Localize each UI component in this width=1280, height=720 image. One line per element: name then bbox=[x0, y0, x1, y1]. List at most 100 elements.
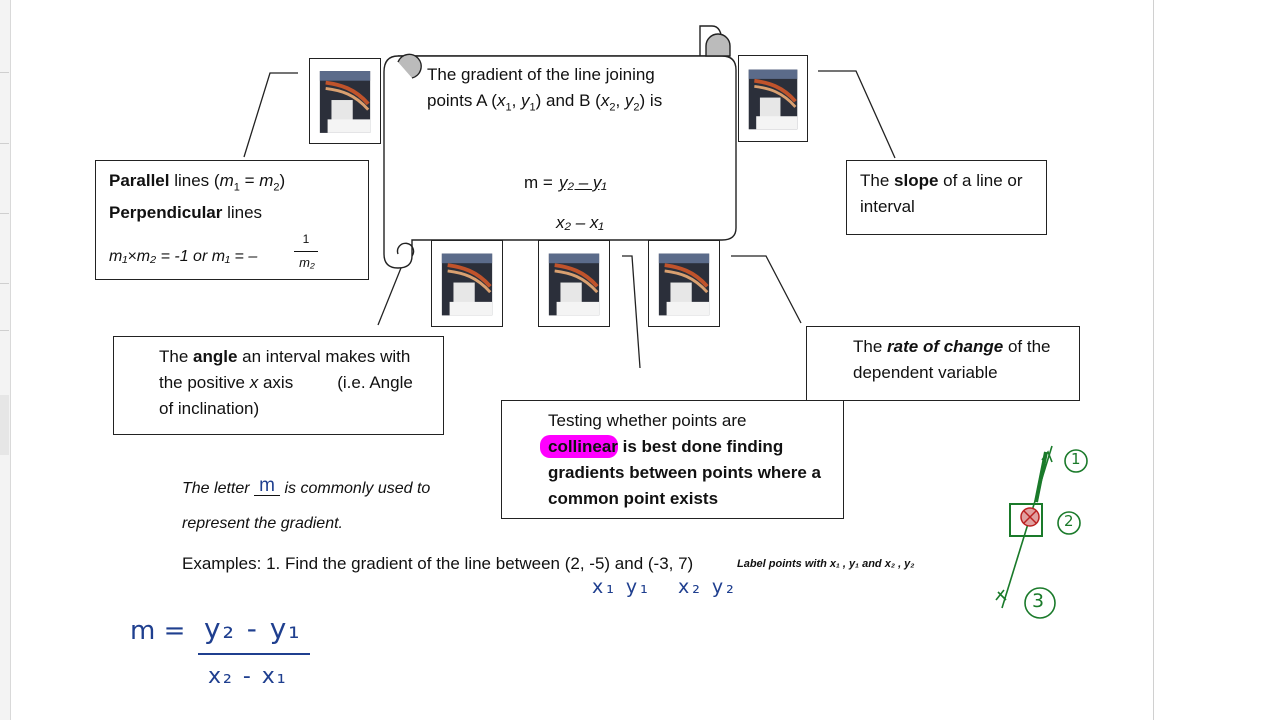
text: lines bbox=[222, 203, 263, 223]
video-thumbnail[interactable] bbox=[648, 240, 720, 327]
bold-text: angle bbox=[193, 347, 238, 366]
scroll-shape bbox=[383, 25, 737, 269]
text: axis bbox=[258, 373, 294, 392]
letter-m-note-line2: represent the gradient. bbox=[182, 515, 343, 532]
parallel-line: Parallel lines (m1 = m2) bbox=[109, 168, 368, 200]
sub: 1 bbox=[505, 101, 512, 114]
gradient-formula-lhs: m = bbox=[524, 173, 553, 192]
var-m: m bbox=[259, 171, 274, 190]
collinear-box: Testing whether points are collinear is … bbox=[501, 400, 844, 519]
connector-image-icon bbox=[441, 253, 493, 316]
gradient-definition-line1: The gradient of the line joining bbox=[427, 65, 655, 84]
collinear-line1: Testing whether points are bbox=[548, 411, 747, 430]
collinear-line2: collinear is best done finding bbox=[540, 434, 843, 460]
collinear-line3: gradients between points where a bbox=[548, 463, 822, 482]
circle-label-3: 3 bbox=[1032, 590, 1045, 612]
left-gutter bbox=[0, 0, 11, 720]
label-points-note: Label points with x₁ , y₁ and x₂ , y₂ bbox=[737, 558, 915, 570]
angle-line1: The angle an interval makes with bbox=[159, 344, 443, 370]
video-thumbnail[interactable] bbox=[738, 55, 808, 142]
text: is commonly used to bbox=[280, 480, 431, 497]
angle-line2: the positive x axis (i.e. Angle bbox=[159, 370, 443, 396]
fraction-numerator: 1 bbox=[302, 232, 310, 246]
perpendicular-line: Perpendicular lines bbox=[109, 200, 368, 226]
text: an interval makes with bbox=[237, 347, 411, 366]
var-y: y bbox=[624, 91, 634, 110]
handwritten-x1y1: x₁ y₁ bbox=[592, 576, 651, 598]
fraction-bar bbox=[294, 251, 318, 252]
text: points A ( bbox=[427, 91, 497, 110]
bold-text: slope bbox=[894, 171, 939, 190]
angle-box: The angle an interval makes with the pos… bbox=[113, 336, 444, 435]
letter-m-note: The letter m is commonly used to bbox=[182, 476, 431, 498]
gutter-mark bbox=[0, 143, 9, 144]
gradient-definition-line2: points A (x1, y1) and B (x2, y2) is bbox=[427, 88, 727, 120]
text: lines ( bbox=[169, 171, 220, 190]
parallel-perpendicular-box: Parallel lines (m1 = m2) Perpendicular l… bbox=[95, 160, 369, 280]
text: The bbox=[860, 171, 895, 190]
example-question: Examples: 1. Find the gradient of the li… bbox=[182, 554, 694, 573]
fraction-denominator: m₂ bbox=[299, 255, 315, 270]
video-thumbnail[interactable] bbox=[538, 240, 610, 327]
sub: 2 bbox=[633, 101, 640, 114]
collinear-line4: common point exists bbox=[548, 489, 719, 508]
text: ) and B ( bbox=[535, 91, 601, 110]
text: , bbox=[615, 91, 625, 110]
var-x: x bbox=[249, 373, 259, 392]
text: = bbox=[239, 171, 260, 190]
bold-italic-text: rate of change bbox=[887, 337, 1004, 356]
text: , bbox=[511, 91, 522, 110]
text: (i.e. Angle bbox=[337, 373, 413, 392]
perpendicular-product: m₁×m₂ = -1 or m₁ = – bbox=[109, 248, 258, 266]
video-thumbnail[interactable] bbox=[309, 58, 381, 144]
var-x: x bbox=[496, 91, 506, 110]
sub: 1 bbox=[529, 101, 536, 114]
handwritten-collinear-sketch bbox=[995, 445, 1088, 619]
text: The bbox=[159, 347, 194, 366]
var-m: m bbox=[219, 171, 234, 190]
gutter-selection bbox=[0, 395, 9, 455]
var-x: x bbox=[600, 91, 610, 110]
text: ) is bbox=[639, 91, 663, 110]
connector-image-icon bbox=[748, 69, 798, 130]
circle-label-2: 2 bbox=[1064, 512, 1074, 530]
sub: 2 bbox=[273, 181, 280, 194]
var-y: y bbox=[521, 91, 530, 110]
text: The letter bbox=[182, 480, 255, 497]
slope-box: The slope of a line or interval bbox=[846, 160, 1047, 235]
gutter-mark bbox=[0, 213, 9, 214]
connector-image-icon bbox=[658, 253, 710, 316]
slope-line1: The slope of a line or bbox=[860, 168, 1046, 194]
rate-line2: dependent variable bbox=[853, 363, 998, 382]
handwritten-denominator: x₂ - x₁ bbox=[208, 664, 288, 689]
gradient-formula-numerator: y₂ – y₁ bbox=[559, 173, 607, 192]
gutter-mark bbox=[0, 330, 9, 331]
text: is best done finding bbox=[617, 437, 784, 456]
handwritten-m: m bbox=[254, 476, 281, 496]
connector-image-icon bbox=[548, 253, 600, 316]
highlighted-text: collinear bbox=[540, 435, 618, 458]
text: The bbox=[853, 337, 888, 356]
sub: 1 bbox=[233, 181, 240, 194]
slope-line2: interval bbox=[860, 197, 915, 216]
gradient-formula-denominator: x₂ – x₁ bbox=[556, 213, 604, 232]
text: of a line or bbox=[938, 171, 1023, 190]
gutter-mark bbox=[0, 283, 9, 284]
text: the positive bbox=[159, 373, 250, 392]
page-edge bbox=[1153, 0, 1154, 720]
sub: 2 bbox=[609, 101, 616, 114]
text: ) bbox=[279, 171, 286, 190]
circle-label-1: 1 bbox=[1071, 450, 1081, 468]
scroll-text: The gradient of the line joining points … bbox=[427, 62, 727, 120]
gutter-mark bbox=[0, 72, 9, 73]
handwritten-x2y2: x₂ y₂ bbox=[678, 576, 737, 598]
rate-line1: The rate of change of the bbox=[853, 334, 1079, 360]
rate-of-change-box: The rate of change of the dependent vari… bbox=[806, 326, 1080, 401]
handwritten-m-equals: m = bbox=[130, 616, 186, 646]
handwritten-fraction-bar bbox=[198, 653, 310, 655]
connector-image-icon bbox=[319, 71, 371, 133]
angle-line3: of inclination) bbox=[159, 399, 260, 418]
bold-text: Perpendicular bbox=[109, 203, 223, 223]
video-thumbnail[interactable] bbox=[431, 240, 503, 327]
